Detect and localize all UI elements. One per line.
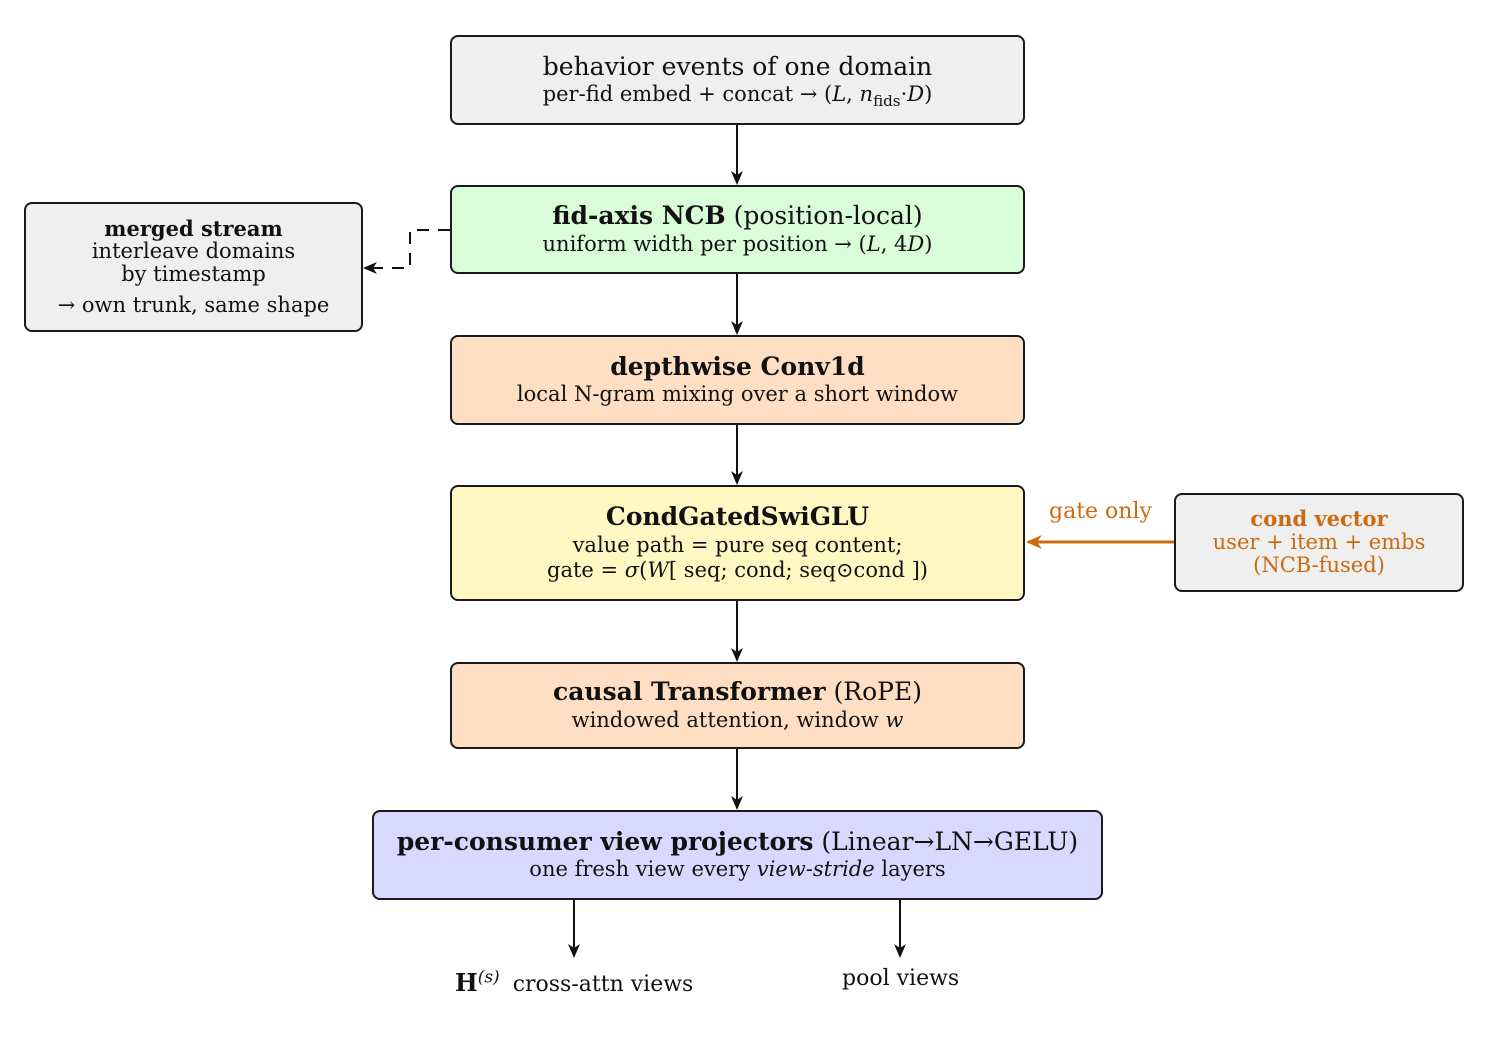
causal-transformer-box: causal Transformer (RoPE) windowed atten…	[450, 662, 1025, 749]
cond-gated-swiglu-title: CondGatedSwiGLU	[605, 502, 870, 532]
merged-stream-line4: → own trunk, same shape	[57, 293, 330, 318]
depthwise-conv-title: depthwise Conv1d	[610, 351, 865, 381]
pool-views-output: pool views	[842, 966, 960, 991]
view-projectors-desc: one fresh view every view-stride layers	[529, 857, 946, 882]
view-projectors-box: per-consumer view projectors (Linear→LN→…	[372, 810, 1103, 900]
behavior-events-title: behavior events of one domain	[542, 51, 933, 81]
cond-vector-box: cond vector user + item + embs (NCB-fuse…	[1174, 493, 1464, 592]
cond-gated-swiglu-gate-formula: gate = σ(W[ seq; cond; seq⊙cond ])	[547, 558, 928, 583]
cond-vector-line3: (NCB-fused)	[1253, 553, 1385, 578]
causal-transformer-title: causal Transformer (RoPE)	[552, 677, 922, 707]
behavior-events-box: behavior events of one domain per-fid em…	[450, 35, 1025, 125]
merged-stream-line2: interleave domains	[91, 238, 296, 263]
fid-axis-ncb-box: fid-axis NCB (position-local) uniform wi…	[450, 185, 1025, 274]
cond-gated-swiglu-value-path: value path = pure seq content;	[572, 532, 903, 557]
fid-axis-ncb-title: fid-axis NCB (position-local)	[552, 201, 923, 231]
depthwise-conv-desc: local N-gram mixing over a short window	[516, 382, 959, 407]
cond-vector-line2: user + item + embs	[1212, 529, 1426, 554]
view-projectors-title: per-consumer view projectors (Linear→LN→…	[396, 826, 1079, 856]
gate-only-label: gate only	[1049, 499, 1152, 524]
cond-gated-swiglu-box: CondGatedSwiGLU value path = pure seq co…	[450, 485, 1025, 601]
depthwise-conv-box: depthwise Conv1d local N-gram mixing ove…	[450, 335, 1025, 425]
behavior-events-shape: per-fid embed + concat → (L, nfids·D)	[542, 82, 933, 111]
cross-attn-views-output: H(s) cross-attn views	[455, 967, 694, 997]
merged-stream-title: merged stream	[104, 215, 283, 241]
causal-transformer-desc: windowed attention, window w	[571, 707, 904, 732]
merged-stream-line3: by timestamp	[121, 262, 266, 286]
fid-axis-ncb-shape: uniform width per position → (L, 4D)	[542, 231, 933, 256]
h-s-symbol: H	[455, 968, 478, 997]
cond-vector-title: cond vector	[1250, 506, 1388, 532]
dashed-arrow-ncb-to-merged	[363, 229, 450, 274]
merged-stream-box: merged stream interleave domains by time…	[24, 202, 363, 332]
